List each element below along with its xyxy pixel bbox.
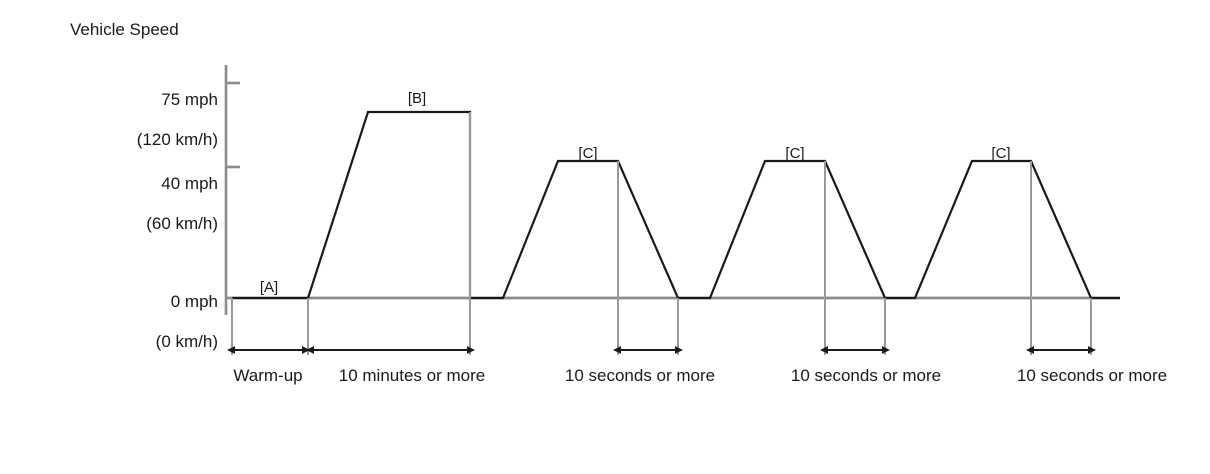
phase-marker-2: [C] (578, 145, 598, 162)
dimension-label-1: 10 minutes or more (338, 366, 486, 385)
phase-marker-4: [C] (991, 145, 1011, 162)
dimension-label-3: 10 seconds or more (790, 366, 942, 385)
y-axis-label-75mph: 75 mph (120 km/h) (58, 70, 218, 170)
y-axis-label-40mph-mph: 40 mph (161, 174, 218, 194)
phase-marker-3: [C] (785, 145, 805, 162)
dimension-label-4: 10 seconds or more (1016, 366, 1168, 385)
y-axis-label-0mph-mph: 0 mph (170, 292, 218, 312)
y-axis-label-75mph-mph: 75 mph (161, 90, 218, 110)
y-axis-label-40mph-kmh: (60 km/h) (146, 214, 218, 234)
y-axis-label-40mph: 40 mph (60 km/h) (58, 154, 218, 254)
speed-trace-line (232, 110, 1120, 300)
dimension-label-2: 10 seconds or more (564, 366, 716, 385)
y-axis (224, 65, 240, 315)
extension-lines (231, 112, 1092, 355)
y-axis-label-0mph-kmh: (0 km/h) (155, 332, 218, 352)
y-axis-label-0mph: 0 mph (0 km/h) (58, 272, 218, 372)
phase-marker-1: [B] (407, 90, 427, 107)
dimension-label-0: Warm-up (233, 366, 303, 385)
page-title: Vehicle Speed (70, 20, 179, 39)
phase-marker-0: [A] (259, 279, 279, 296)
y-axis-label-75mph-kmh: (120 km/h) (136, 130, 218, 150)
